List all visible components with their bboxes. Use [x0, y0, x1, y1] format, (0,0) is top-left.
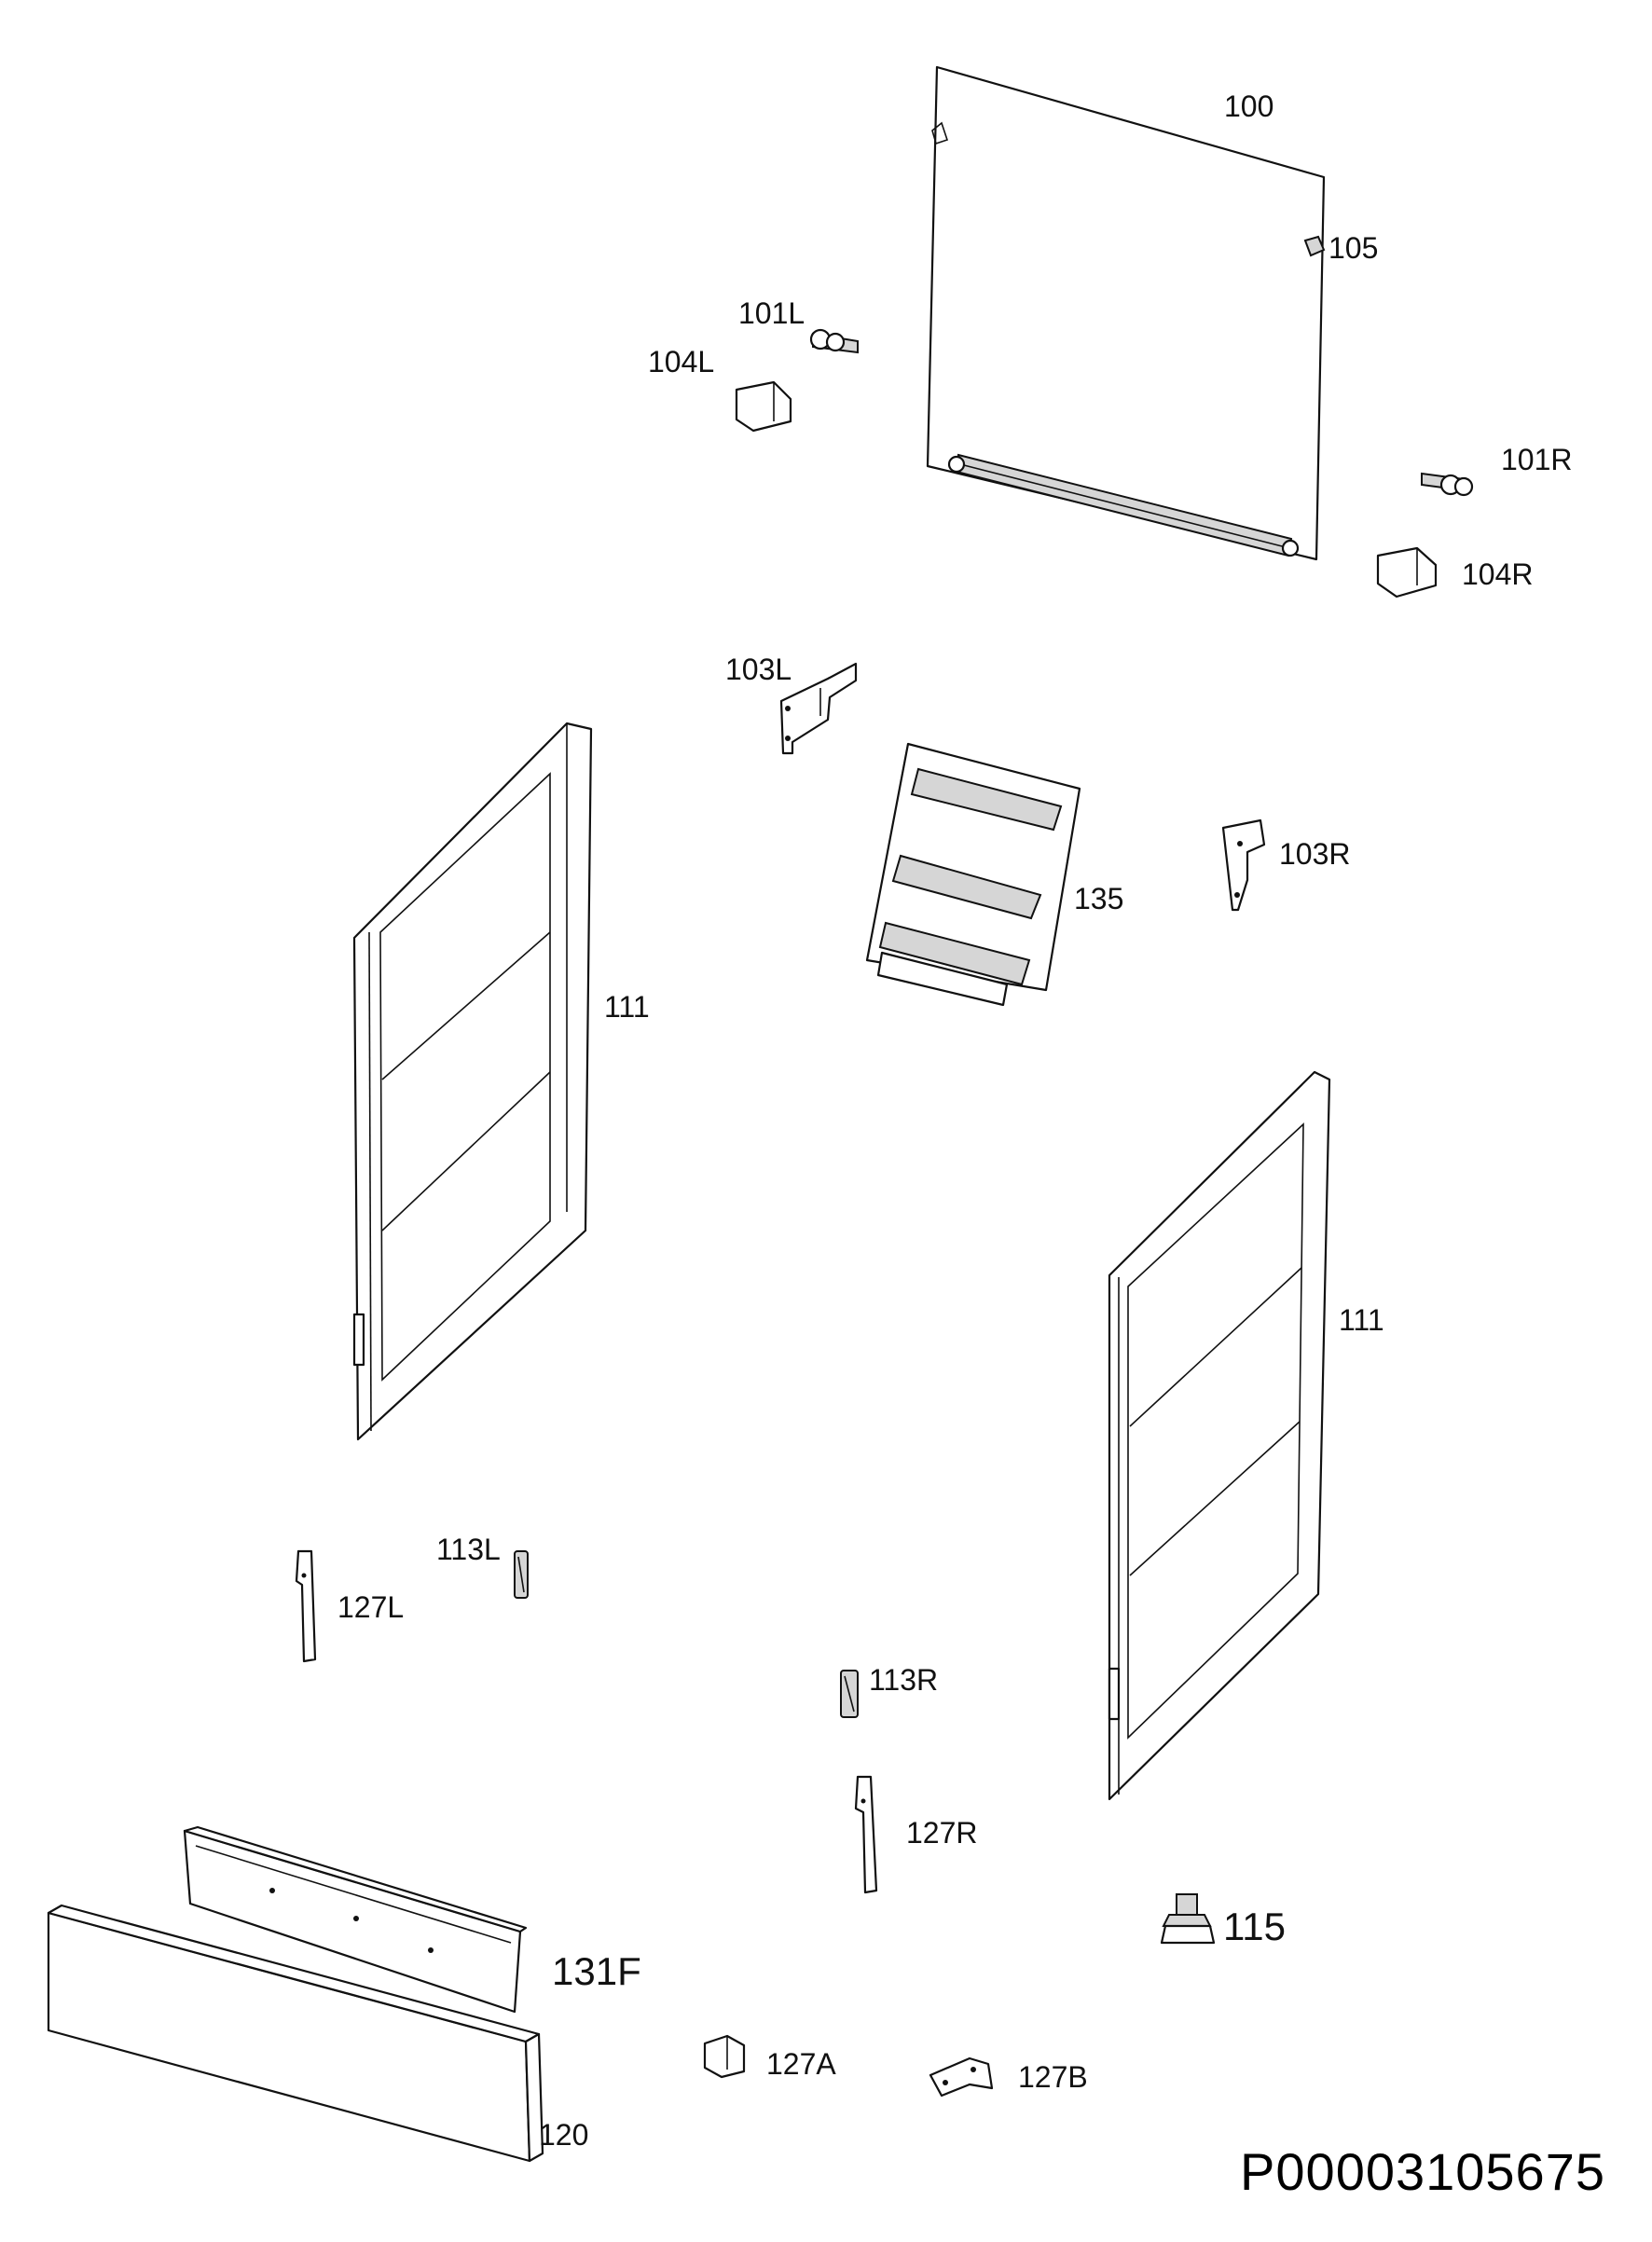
label-105: 105 [1328, 231, 1379, 265]
part-113L-latch [514, 1550, 529, 1599]
part-120-kick-panel [47, 1904, 544, 2163]
part-131F-front-rail [183, 1825, 528, 2014]
label-104R: 104R [1462, 557, 1534, 591]
label-131F: 131F [552, 1949, 641, 1993]
part-127A-clip [703, 2034, 746, 2079]
part-105-clip [1303, 235, 1326, 257]
drawing-code: P00003105675 [1240, 2142, 1605, 2201]
label-127B: 127B [1018, 2060, 1088, 2094]
label-135: 135 [1074, 882, 1124, 915]
part-127B-bracket [929, 2056, 994, 2098]
label-103R: 103R [1279, 837, 1351, 871]
label-111-right: 111 [1339, 1303, 1384, 1337]
part-100-back-panel [926, 65, 1326, 561]
label-101R: 101R [1501, 443, 1573, 476]
label-111-left: 111 [604, 990, 650, 1024]
label-103L: 103L [725, 653, 792, 686]
part-103R-bracket [1221, 818, 1266, 912]
label-115: 115 [1223, 1905, 1286, 1948]
label-101L: 101L [738, 296, 805, 330]
part-115-adjustable-foot [1160, 1893, 1216, 1945]
part-101R-hinge-pin [1421, 472, 1474, 497]
label-127A: 127A [766, 2047, 836, 2081]
part-103L-bracket [779, 662, 858, 755]
part-104L-hinge-cap [735, 380, 792, 433]
part-135-vent-duct [865, 742, 1081, 1007]
part-111-left-side-frame [352, 722, 593, 1441]
part-127L-strip [295, 1549, 317, 1663]
part-127R-strip [854, 1775, 878, 1894]
label-113R: 113R [869, 1663, 939, 1697]
part-111-right-side-frame [1108, 1070, 1331, 1801]
part-113R-latch [840, 1670, 859, 1718]
part-104R-hinge-cap [1376, 546, 1438, 598]
label-127R: 127R [906, 1816, 978, 1850]
part-101L-hinge-pin [809, 328, 859, 354]
label-100: 100 [1224, 89, 1274, 123]
label-120: 120 [539, 2118, 589, 2152]
label-127L: 127L [337, 1590, 405, 1624]
label-113L: 113L [436, 1533, 501, 1566]
label-104L: 104L [648, 345, 715, 378]
